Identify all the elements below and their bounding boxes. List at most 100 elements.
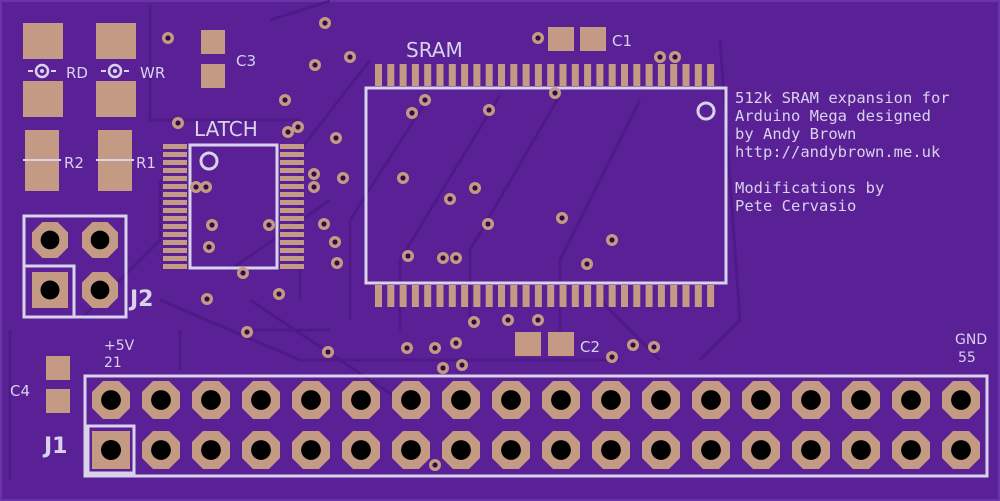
capacitor-c2 xyxy=(515,332,574,356)
j1-pin xyxy=(542,381,580,419)
latch-pad xyxy=(163,232,187,237)
via xyxy=(330,132,342,144)
latch-ic xyxy=(163,143,304,270)
sram-pad xyxy=(461,285,469,307)
via xyxy=(406,107,418,119)
j1-pin xyxy=(192,431,230,469)
via xyxy=(206,219,218,231)
sram-pad xyxy=(682,285,690,307)
latch-pad xyxy=(163,208,187,213)
j1-pin xyxy=(792,431,830,469)
sram-pad xyxy=(645,64,653,86)
via xyxy=(401,342,413,354)
latch-pad xyxy=(280,184,304,189)
j1-pin xyxy=(342,431,380,469)
via xyxy=(337,172,349,184)
j1-pin xyxy=(442,431,480,469)
j2-pin xyxy=(82,272,118,308)
j1-pin xyxy=(442,381,480,419)
via xyxy=(581,258,593,270)
sram-pad xyxy=(498,64,505,86)
vias xyxy=(162,17,681,471)
sram-pad xyxy=(473,285,481,307)
sram-pad xyxy=(670,64,678,86)
latch-pad xyxy=(163,224,187,229)
j1-pin xyxy=(642,381,680,419)
via xyxy=(292,121,304,133)
sram-pad xyxy=(534,64,542,86)
via xyxy=(444,193,456,205)
sram-pad xyxy=(707,285,715,307)
sram-pad xyxy=(485,64,493,86)
j1-pin xyxy=(942,381,980,419)
via xyxy=(203,241,215,253)
latch-pad xyxy=(280,176,304,181)
latch-pad xyxy=(280,232,304,237)
via xyxy=(429,459,441,471)
note-line: Arduino Mega designed xyxy=(735,107,931,125)
sram-pad xyxy=(621,64,628,86)
via xyxy=(469,182,481,194)
via xyxy=(308,181,320,193)
sram-pad xyxy=(473,64,481,86)
latch-pad xyxy=(163,152,187,157)
sram-pad xyxy=(596,285,604,307)
sram-ic xyxy=(364,64,728,307)
j1-pin xyxy=(242,381,280,419)
via xyxy=(532,32,544,44)
latch-pad xyxy=(280,208,304,213)
via xyxy=(556,212,568,224)
sram-pad xyxy=(657,64,665,86)
latch-pad xyxy=(280,144,304,149)
j1-pin xyxy=(342,381,380,419)
j1-pin xyxy=(392,381,430,419)
sram-pad xyxy=(436,285,444,307)
latch-pad xyxy=(280,248,304,253)
j1-pin xyxy=(292,431,330,469)
pin55-label: 55 xyxy=(958,350,976,366)
via xyxy=(549,87,561,99)
sram-pad xyxy=(424,64,432,86)
j1-pin xyxy=(642,431,680,469)
sram-pad xyxy=(510,285,518,307)
resistor-r2 xyxy=(23,130,61,191)
j1-pin xyxy=(742,431,780,469)
sram-pad xyxy=(424,285,432,307)
latch-pad xyxy=(163,176,187,181)
sram-pad xyxy=(522,285,530,307)
via xyxy=(648,341,660,353)
sram-pad xyxy=(559,64,567,86)
rd-label: RD xyxy=(66,64,88,82)
j1-pin xyxy=(892,431,930,469)
latch-pad xyxy=(163,160,187,165)
note-line: http://andybrown.me.uk xyxy=(735,143,941,161)
via xyxy=(201,293,213,305)
j1-pin xyxy=(742,381,780,419)
latch-pad xyxy=(163,192,187,197)
c4-label: C4 xyxy=(10,382,30,400)
sram-pad xyxy=(596,64,604,86)
sram-pad xyxy=(448,285,456,307)
sram-pad xyxy=(375,285,382,307)
sram-pad xyxy=(399,64,407,86)
j2-pin xyxy=(32,272,68,308)
j1-pin xyxy=(842,431,880,469)
j1-pin xyxy=(542,431,580,469)
via xyxy=(279,94,291,106)
latch-pad xyxy=(280,216,304,221)
via xyxy=(273,288,285,300)
via xyxy=(456,359,468,371)
header-j1 xyxy=(83,374,989,478)
sram-pad xyxy=(584,285,592,307)
c2-label: C2 xyxy=(580,338,600,356)
note-line: Modifications by xyxy=(735,179,884,197)
via xyxy=(237,267,249,279)
via xyxy=(437,362,449,374)
j1-pin xyxy=(592,381,630,419)
r2-label: R2 xyxy=(64,154,84,172)
latch-pad xyxy=(163,248,187,253)
via xyxy=(322,346,334,358)
capacitor-c3 xyxy=(201,30,225,88)
via xyxy=(468,316,480,328)
